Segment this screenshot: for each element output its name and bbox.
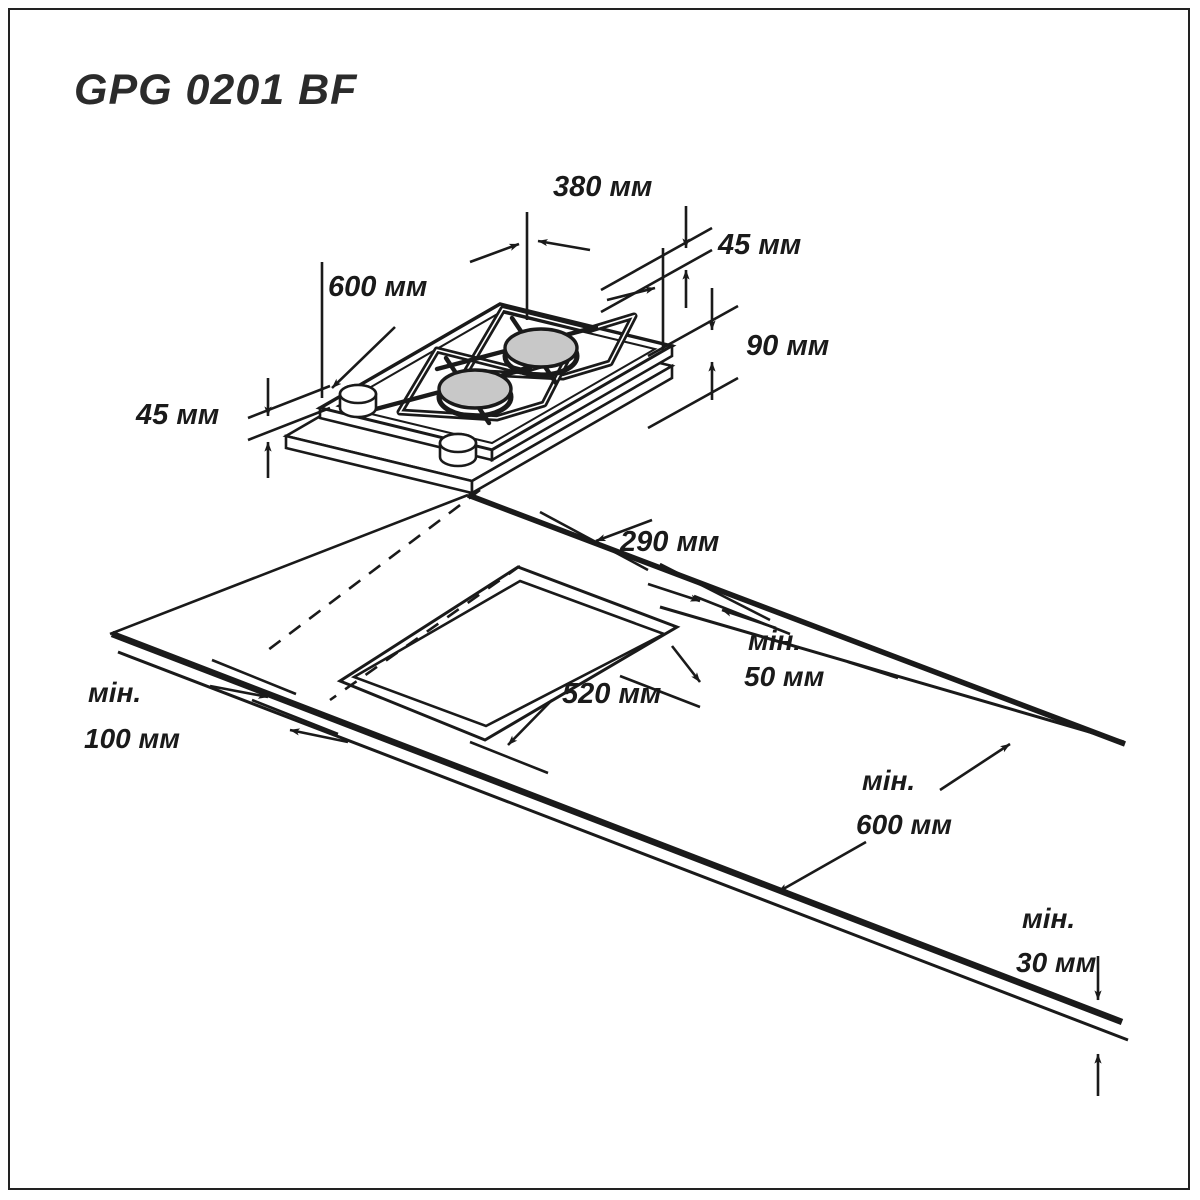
arrow-380-right: [537, 239, 591, 252]
arrow-290-right: [647, 582, 701, 603]
arrow-520-down: [507, 699, 553, 746]
label-min600-line2: 600 мм: [856, 809, 952, 840]
grate-rear-highlight: [464, 308, 636, 378]
ext-line-45r-lower: [600, 248, 713, 314]
arrow-45r-left: [606, 286, 656, 302]
arrow-520-up: [670, 645, 702, 683]
label-600mm: 600 мм: [328, 271, 427, 303]
label-90mm: 90 мм: [746, 330, 829, 362]
label-45mm-left: 45 мм: [135, 399, 219, 431]
arrow-min100-left: [289, 728, 349, 744]
hob-panel-inner-rim: [335, 310, 658, 445]
burner-rear: [502, 327, 580, 378]
label-min100-line1: мін.: [88, 677, 141, 708]
page-title: GPG 0201 BF: [74, 66, 358, 114]
arrow-min100-right: [209, 684, 269, 699]
ext-line-520-b: [469, 740, 549, 775]
ext-line-290-b: [659, 562, 771, 622]
arrow-600-inner-left: [469, 242, 520, 264]
hob-assembly: [282, 302, 677, 496]
label-min30-line2: 30 мм: [1016, 947, 1097, 978]
ext-line-90-lower: [647, 376, 739, 430]
label-min100-line2: 100 мм: [84, 723, 180, 754]
cutout-dimension-lines: [209, 510, 1102, 1096]
hob-base-right-edge: [470, 363, 674, 496]
ext-line-90-upper: [647, 304, 739, 358]
dimension-labels: 600 мм 380 мм 45 мм 90 мм 45 мм 290 мм 5…: [84, 171, 1097, 978]
hob-dimension-lines: [247, 206, 739, 478]
ext-line-290-a: [539, 510, 649, 572]
arrow-min50: [721, 608, 777, 630]
arrow-min600-down: [777, 840, 867, 894]
projection-line-right: [329, 564, 521, 702]
burner-front: [436, 368, 514, 419]
label-min50-line1: мін.: [748, 625, 801, 656]
label-min50-line2: 50 мм: [744, 661, 825, 692]
ext-line-45r-upper: [600, 226, 713, 292]
worktop-assembly: [109, 488, 1129, 1042]
worktop-rear-edge: [467, 492, 1126, 747]
label-min30-line1: мін.: [1022, 903, 1075, 934]
arrow-290-left: [595, 518, 653, 543]
projection-lines: [267, 488, 521, 702]
ext-line-520-a: [619, 674, 701, 709]
burner-cap-rear: [503, 327, 579, 369]
label-45mm-right: 45 мм: [717, 229, 801, 261]
arrow-600-left: [331, 326, 396, 389]
label-290mm: 290 мм: [619, 526, 719, 558]
ext-line-45l-lower: [247, 406, 331, 442]
label-min600-line1: мін.: [862, 765, 915, 796]
projection-line-left: [267, 488, 481, 652]
cutout-opening: [336, 565, 681, 742]
arrow-min600-up: [939, 742, 1011, 792]
leader-min50: [847, 660, 899, 680]
knob-right[interactable]: [438, 432, 478, 468]
ext-line-45l-upper: [247, 384, 331, 420]
worktop-front-face-top: [110, 630, 1124, 1026]
knob-left[interactable]: [338, 383, 378, 419]
worktop-rear-band: [659, 605, 1125, 744]
label-380mm: 380 мм: [553, 171, 652, 203]
ext-line-min100-a: [211, 658, 297, 696]
label-520mm: 520 мм: [562, 678, 661, 710]
burner-cap-front: [437, 368, 513, 410]
hob-panel-thickness-right: [490, 343, 674, 463]
worktop-front-face-bottom: [117, 650, 1129, 1042]
worktop-rear-edge-left-thin: [109, 493, 469, 636]
ext-line-min100-b: [251, 698, 339, 736]
